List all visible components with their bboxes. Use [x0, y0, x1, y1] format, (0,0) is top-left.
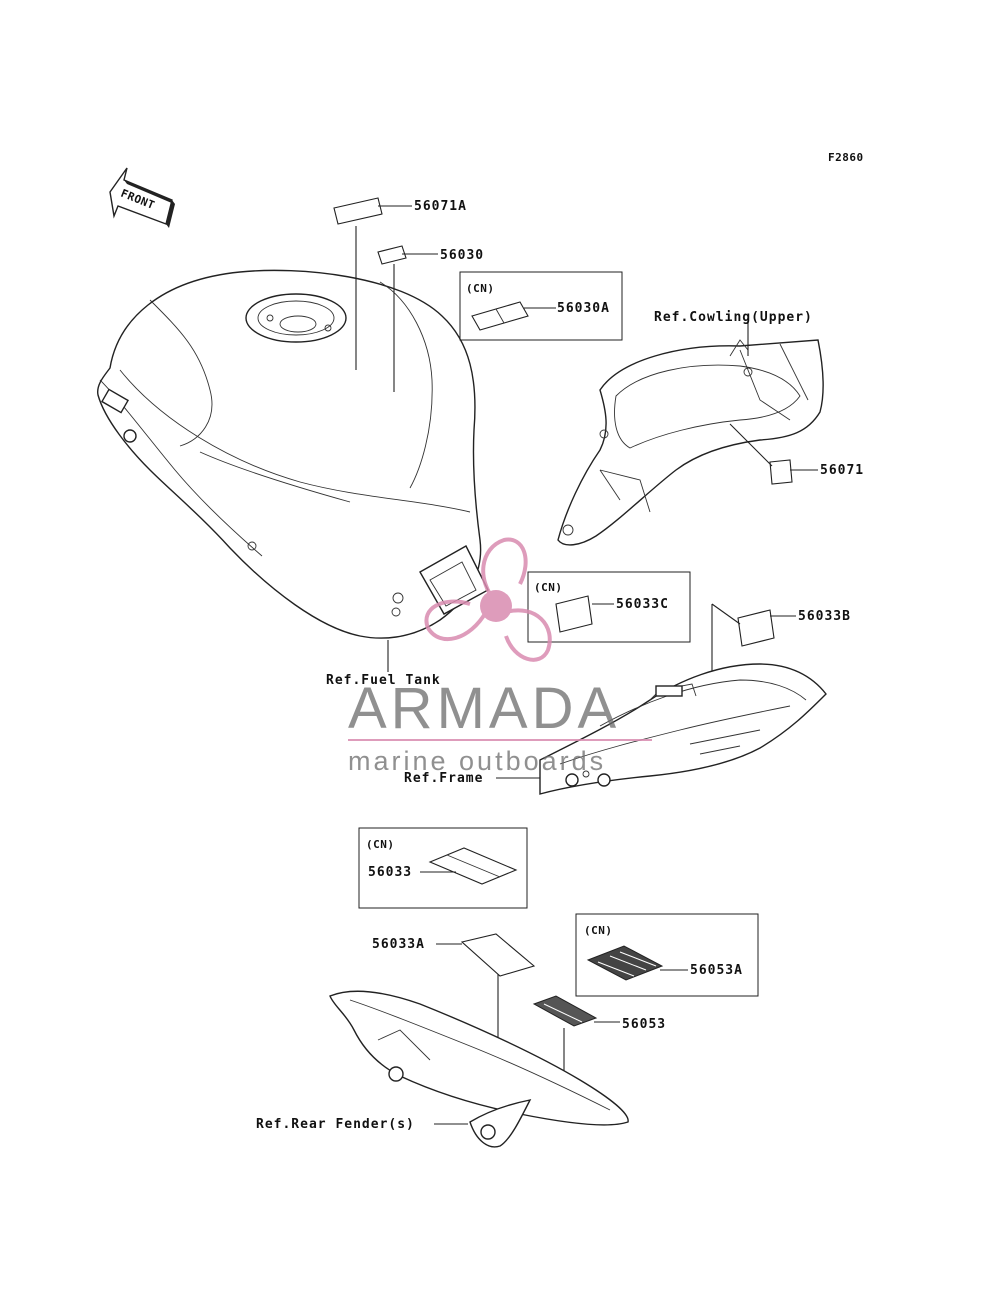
ref-rear-fender: Ref.Rear Fender(s) — [256, 1117, 415, 1132]
frame — [539, 663, 827, 795]
propeller-logo-icon — [424, 537, 552, 662]
cn-box-56033: (CN) 56033 — [358, 827, 528, 909]
callout-56053: 56053 — [622, 1017, 666, 1032]
callout-56033: 56033 — [368, 865, 412, 880]
callout-56071: 56071 — [820, 463, 864, 478]
ref-fuel-tank: Ref.Fuel Tank — [326, 673, 441, 688]
decal-56030: 56030 — [377, 245, 484, 392]
callout-56030: 56030 — [440, 248, 484, 263]
watermark-tagline: marine outboards — [348, 746, 606, 776]
figure-code: F2860 — [828, 151, 864, 164]
cn-tag-1: (CN) — [466, 282, 495, 295]
callout-56030A: 56030A — [557, 301, 610, 316]
watermark-brand: ARMADA — [348, 676, 620, 741]
callout-56033B: 56033B — [798, 609, 851, 624]
cn-tag-4: (CN) — [584, 924, 613, 937]
callout-56071A: 56071A — [414, 199, 467, 214]
rear-fender — [329, 990, 629, 1148]
decal-56033A: 56033A — [372, 933, 536, 1058]
cn-box-56053A: (CN) 56053A — [575, 913, 759, 997]
cn-box-56033C: (CN) 56033C — [527, 571, 691, 643]
decal-56053: 56053 — [532, 995, 666, 1088]
cn-tag-2: (CN) — [534, 581, 563, 594]
decal-56033B: 56033B — [711, 603, 851, 736]
decal-56071A: 56071A — [333, 197, 467, 370]
callout-56033A: 56033A — [372, 937, 425, 952]
cowling-upper — [557, 339, 824, 546]
cn-tag-3: (CN) — [366, 838, 395, 851]
cn-box-56030A: (CN) 56030A — [459, 271, 623, 341]
armada-watermark: ARMADA marine outboards — [348, 537, 652, 776]
ref-frame: Ref.Frame — [404, 771, 483, 786]
callout-56033C: 56033C — [616, 597, 669, 612]
decal-56071: 56071 — [729, 423, 864, 485]
fuel-tank — [96, 269, 489, 639]
ref-cowling-upper: Ref.Cowling(Upper) — [654, 310, 813, 325]
front-arrow-icon: FRONT — [109, 167, 175, 228]
callout-56053A: 56053A — [690, 963, 743, 978]
